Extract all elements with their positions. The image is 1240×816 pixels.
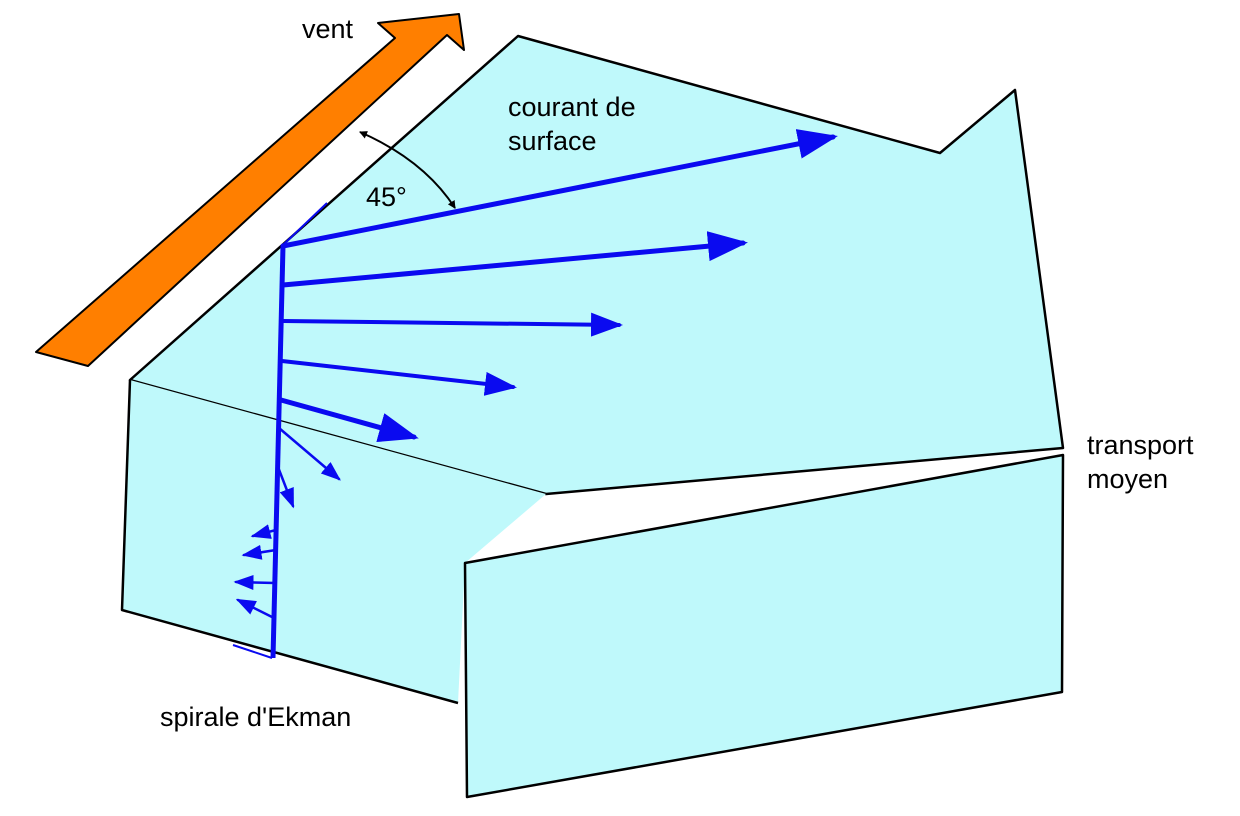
current-vector-depth-3 xyxy=(280,359,517,396)
spiral-bottom-guide xyxy=(232,644,273,659)
current-vector-depth-7 xyxy=(250,524,278,539)
angle-arc xyxy=(359,131,456,209)
current-vector-depth-5 xyxy=(277,426,341,481)
water-face-front xyxy=(463,453,1065,799)
spiral-axis xyxy=(270,245,286,659)
current-vectors xyxy=(233,129,838,620)
wind-label: vent xyxy=(302,14,354,44)
current-vector-depth-8 xyxy=(241,544,278,560)
wind-direction-guide xyxy=(282,202,328,246)
current-vector-depth-6 xyxy=(276,465,295,509)
current-vector-depth-4 xyxy=(278,397,419,443)
mean-transport-label: transport moyen xyxy=(1087,428,1194,496)
current-vector-depth-1 xyxy=(280,231,748,288)
water-face-left xyxy=(122,380,546,703)
angle-label: 45° xyxy=(366,182,407,212)
surface-current-label: courant de surface xyxy=(508,90,636,158)
mean-transport-label-line1: transport xyxy=(1087,430,1194,460)
ekman-spiral-label: spirale d'Ekman xyxy=(160,702,352,732)
surface-current-label-line1: courant de xyxy=(508,92,636,122)
mean-transport-label-line2: moyen xyxy=(1087,464,1169,494)
surface-current-label-line2: surface xyxy=(508,126,597,156)
current-vector-depth-10 xyxy=(235,598,276,620)
water-face-left-edges xyxy=(120,379,459,705)
surface-current-vector xyxy=(280,129,838,249)
current-vector-depth-9 xyxy=(233,574,277,590)
current-vector-depth-2 xyxy=(281,312,623,337)
wind-arrow xyxy=(35,13,465,367)
